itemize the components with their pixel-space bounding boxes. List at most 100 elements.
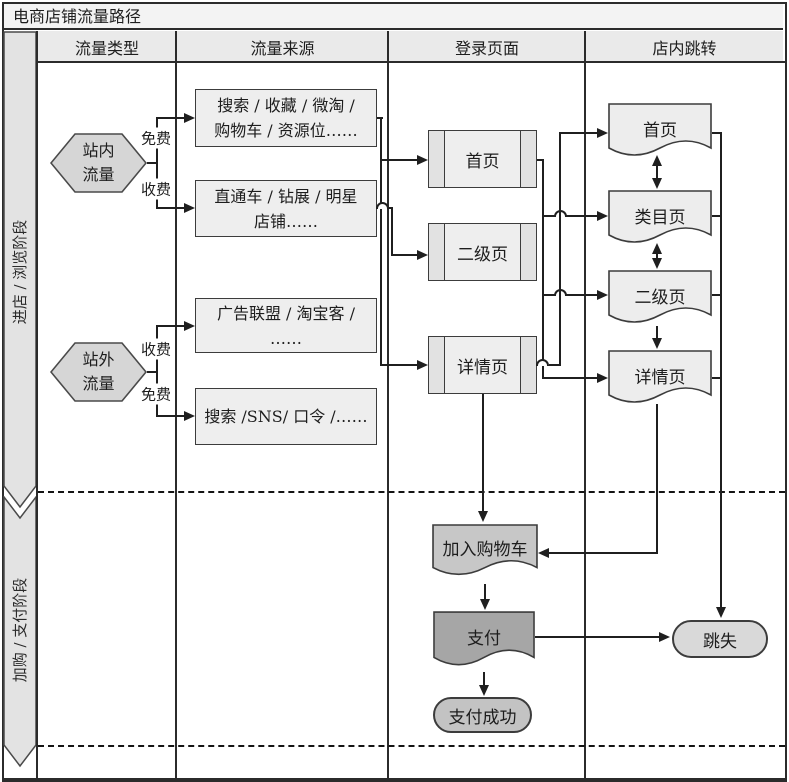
login-box-second-bar-left xyxy=(429,224,445,280)
arrowhead-down-second xyxy=(652,258,662,269)
arrowhead-login-second xyxy=(417,250,428,260)
edge-to-login-second xyxy=(391,254,417,256)
edge-store-detail-to-cart xyxy=(549,552,657,554)
edge-a-category-1 xyxy=(542,215,555,217)
arrowhead-pay-top xyxy=(480,599,490,610)
edge-onsite-branch xyxy=(156,117,158,209)
edge-offsite-free xyxy=(156,415,184,417)
login-box-home-bar-right xyxy=(520,131,536,187)
edge-a-detail xyxy=(542,377,597,379)
phase-label-purchase: 加购 / 支付阶段 xyxy=(11,577,29,683)
stub-second-right xyxy=(712,294,722,296)
edge-onsite-free xyxy=(156,117,184,119)
source-box-offsite-paid: 广告联盟 / 淘宝客 / …… xyxy=(195,298,377,353)
arrowhead-cart-top xyxy=(478,511,488,522)
store-doc-category-label: 类目页 xyxy=(634,207,686,228)
edge-pay-bounce xyxy=(535,636,659,638)
arrowhead-store-home xyxy=(597,128,608,138)
login-box-home: 首页 xyxy=(428,130,537,188)
edge-login-home-out xyxy=(537,159,544,161)
arrowhead-store-second xyxy=(597,290,608,300)
phase-label-browse: 进店 / 浏览阶段 xyxy=(11,219,29,325)
action-cart-label: 加入购物车 xyxy=(442,539,528,560)
divider-col-1 xyxy=(175,31,177,778)
label-onsite-free: 免费 xyxy=(139,127,173,149)
hexagon-offsite-traffic xyxy=(50,342,147,402)
arrowhead-onsite-paid xyxy=(184,203,195,213)
edge-to-login-detail xyxy=(380,364,417,366)
arrowhead-down-detail xyxy=(652,338,662,349)
edge-offsite-stub xyxy=(147,371,158,373)
hexagon-onsite-traffic xyxy=(50,133,147,193)
edge-pay-success xyxy=(483,672,485,686)
action-cart-shape xyxy=(432,524,538,576)
arrowhead-cart-right xyxy=(538,548,549,558)
arrowhead-bounce-top xyxy=(716,607,726,618)
label-offsite-free: 免费 xyxy=(139,383,173,405)
column-header-traffic-source: 流量来源 xyxy=(177,31,388,62)
store-doc-detail-label: 详情页 xyxy=(634,367,686,388)
edge-second-detail xyxy=(656,326,658,340)
store-doc-detail xyxy=(608,350,712,403)
stub-home-right xyxy=(712,132,722,134)
edge-login-detail-down xyxy=(482,394,484,512)
source-box-offsite-free: 搜索 /SNS/ 口令 /…… xyxy=(195,388,377,445)
hexagon-offsite-label: 站外 流量 xyxy=(82,350,115,393)
login-box-home-bar-left xyxy=(429,131,445,187)
label-onsite-paid: 收费 xyxy=(139,178,173,200)
arrowhead-login-detail xyxy=(417,360,428,370)
edge-home-category xyxy=(656,162,658,180)
label-offsite-paid: 收费 xyxy=(139,338,173,360)
diagram-title: 电商店铺流量路径 xyxy=(4,4,783,30)
edge-a-category-2 xyxy=(566,215,597,217)
login-box-second-bar-right xyxy=(520,224,536,280)
dashed-phase-divider-1 xyxy=(38,491,785,493)
arrowhead-store-category xyxy=(597,211,608,221)
edge-b-home xyxy=(559,132,597,134)
phase-band-browse xyxy=(3,31,37,509)
login-box-detail-bar-right xyxy=(520,337,536,393)
edge-src2-down xyxy=(391,207,393,256)
divider-sidebar xyxy=(36,31,38,778)
edge-to-login-home xyxy=(380,159,417,161)
collector-bounce xyxy=(720,132,722,608)
collector-sources xyxy=(380,117,382,366)
arrowhead-success-top xyxy=(479,685,489,696)
edge-category-second xyxy=(656,248,658,264)
column-header-landing-page: 登录页面 xyxy=(389,31,585,62)
edge-src2-out xyxy=(388,207,393,209)
action-pay-label: 支付 xyxy=(467,628,501,649)
arrowhead-up-category xyxy=(652,243,662,254)
edge-offsite-paid xyxy=(156,325,184,327)
edge-a-second-2 xyxy=(566,294,597,296)
edge-cart-pay xyxy=(484,584,486,600)
hop-detail-over-a xyxy=(536,359,549,366)
store-doc-second xyxy=(608,270,712,323)
arrowhead-offsite-paid xyxy=(184,321,195,331)
store-doc-home-label: 首页 xyxy=(643,120,677,141)
edge-onsite-stub xyxy=(147,162,158,164)
store-doc-home xyxy=(608,103,712,156)
stub-category-right xyxy=(712,215,722,217)
arrowhead-store-detail xyxy=(597,373,608,383)
store-doc-category xyxy=(608,190,712,243)
divider-col-3 xyxy=(584,31,586,778)
arrowhead-bounce-left xyxy=(659,632,670,642)
edge-offsite-branch xyxy=(156,325,158,417)
edge-onsite-paid xyxy=(156,207,184,209)
arrowhead-up-home xyxy=(652,155,662,166)
arrowhead-onsite-free xyxy=(184,113,195,123)
edge-a-second-1 xyxy=(542,294,555,296)
action-pay-success: 支付成功 xyxy=(433,697,532,733)
hexagon-onsite-label: 站内 流量 xyxy=(82,141,115,184)
login-box-second: 二级页 xyxy=(428,223,537,281)
column-header-traffic-type: 流量类型 xyxy=(38,31,176,62)
arrowhead-down-category xyxy=(652,178,662,189)
arrowhead-login-home xyxy=(417,155,428,165)
stub-detail-right xyxy=(712,377,722,379)
header-bottom-line xyxy=(37,61,785,63)
divider-col-2 xyxy=(387,31,389,778)
login-box-detail: 详情页 xyxy=(428,336,537,394)
